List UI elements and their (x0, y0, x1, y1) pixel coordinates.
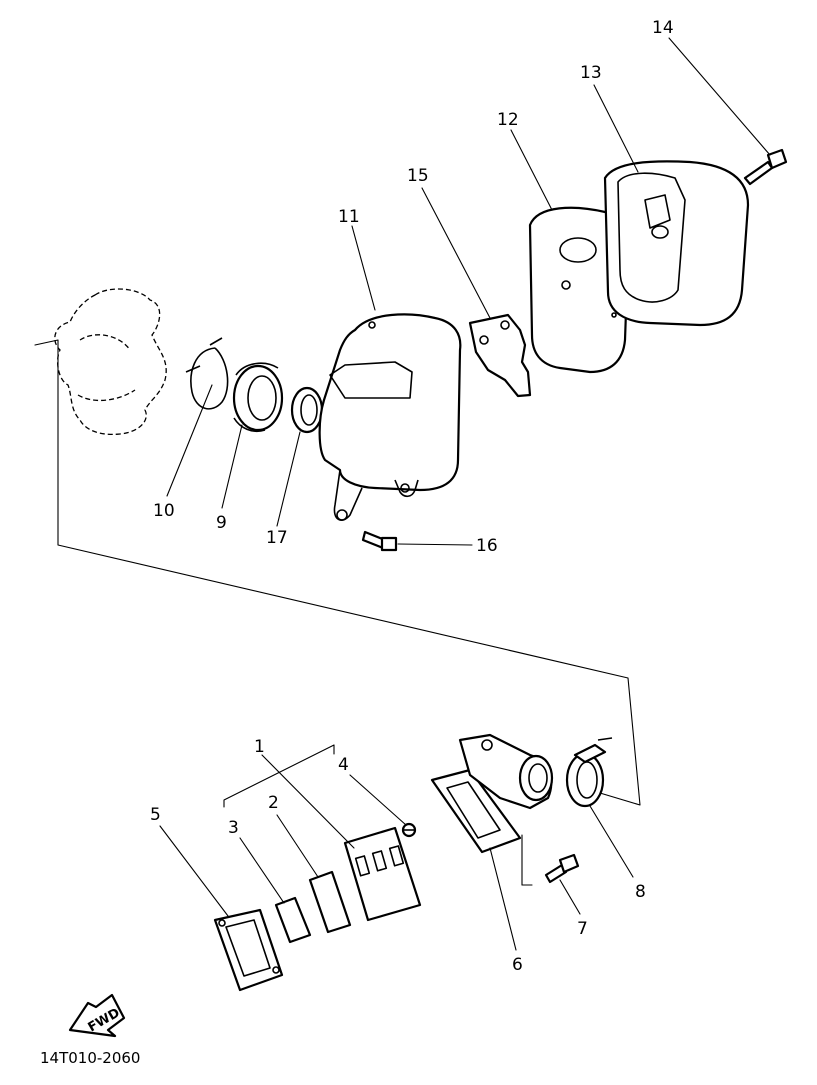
drawing-code: 14T010-2060 (40, 1049, 140, 1067)
label-part-12: 12 (497, 110, 519, 130)
label-part-13: 13 (580, 63, 602, 83)
carburetor-outline (54, 288, 167, 436)
label-part-2: 2 (268, 793, 279, 813)
reed-valve (308, 870, 352, 934)
ring (290, 386, 324, 434)
clamp (565, 737, 613, 808)
label-part-3: 3 (228, 818, 239, 838)
label-part-11: 11 (338, 207, 360, 227)
label-part-15: 15 (407, 166, 429, 186)
label-part-14: 14 (652, 18, 674, 38)
label-part-7: 7 (577, 919, 588, 939)
label-part-10: 10 (153, 501, 175, 521)
element-holder (468, 313, 532, 398)
screw-4 (401, 822, 417, 838)
reed-valve-assembly (343, 826, 422, 922)
reference-line (34, 339, 641, 806)
leader-lines (159, 37, 771, 951)
air-filter-cap (603, 160, 750, 327)
label-part-5: 5 (150, 805, 161, 825)
gasket (213, 908, 284, 992)
label-part-8: 8 (635, 882, 646, 902)
intake-manifold (430, 733, 554, 854)
wire-clip (185, 337, 229, 410)
label-part-17: 17 (266, 528, 288, 548)
reed-valve-small (274, 896, 312, 944)
label-part-16: 16 (476, 536, 498, 556)
fwd-arrow: FWD (68, 993, 126, 1038)
label-part-1: 1 (254, 737, 265, 757)
screw-7 (544, 853, 580, 884)
label-part-9: 9 (216, 513, 227, 533)
part-labels: 1 2 3 4 5 6 7 8 9 10 11 12 13 14 15 16 1… (150, 18, 674, 975)
air-filter-case (318, 313, 462, 521)
screw-16 (361, 530, 398, 552)
joint-rubber (232, 362, 284, 433)
label-part-4: 4 (338, 755, 349, 775)
label-part-6: 6 (512, 955, 523, 975)
screw-14 (743, 148, 788, 186)
